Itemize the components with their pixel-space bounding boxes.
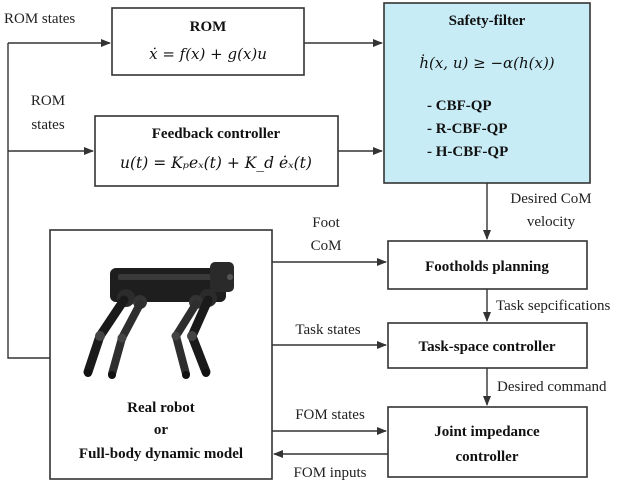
label-desired-command: Desired command [497,379,607,395]
robot-box-line3: Full-body dynamic model [79,446,243,462]
rom-box-equation: ẋ = f(x) + g(x)u [149,45,267,63]
feedback-controller-title: Feedback controller [152,126,281,142]
safety-item-r-cbf-qp: - R-CBF-QP [427,121,507,137]
footholds-planning-box [387,240,588,290]
robot-box-line1: Real robot [127,400,195,416]
joint-impedance-title-2: controller [455,449,518,465]
real-robot-box [49,229,273,480]
label-task-states: Task states [295,322,360,338]
joint-impedance-title-1: Joint impedance [434,424,540,440]
safety-filter-box [383,2,591,184]
label-rom-states-mid-2: states [31,117,64,133]
safety-item-cbf-qp: - CBF-QP [427,98,492,114]
joint-impedance-box [387,406,588,478]
quadruped-robot-icon [83,262,234,379]
label-foot: Foot [312,215,340,231]
label-rom-states-mid-1: ROM [31,93,65,109]
rom-box [111,7,305,76]
label-fom-states: FOM states [295,407,365,423]
feedback-controller-equation: u(t) = Kₚeₓ(t) + K_d ėₓ(t) [120,154,312,172]
label-desired-com-1: Desired CoM [510,191,591,207]
footholds-planning-title: Footholds planning [425,259,549,275]
rom-box-title: ROM [190,19,227,35]
safety-filter-equation: ḣ(x, u) ≥ −α(h(x)) [419,54,554,72]
label-desired-com-2: velocity [527,214,576,230]
label-com: CoM [311,238,342,254]
safety-item-h-cbf-qp: - H-CBF-QP [427,144,508,160]
label-fom-inputs: FOM inputs [294,465,367,481]
safety-filter-title: Safety-filter [449,13,526,29]
task-space-controller-title: Task-space controller [418,339,555,355]
label-rom-states-top: ROM states [4,11,75,27]
feedback-controller-box [94,115,339,187]
robot-feedback-line [7,43,50,359]
label-task-specifications: Task sepcifications [496,298,610,314]
robot-box-line2: or [154,422,169,438]
